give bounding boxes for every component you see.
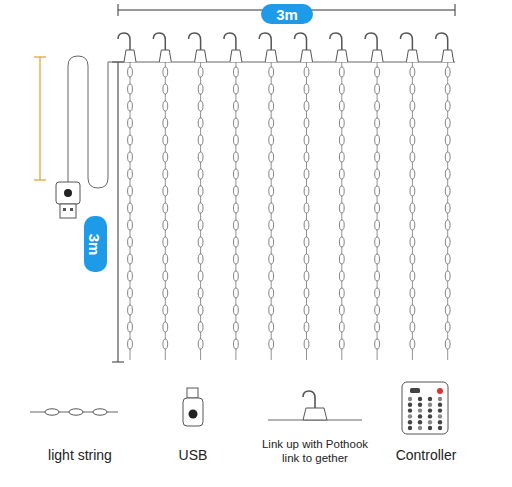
usb-connector (60, 204, 76, 218)
usb-plug-body (56, 182, 80, 204)
usb-cable (68, 56, 108, 188)
light-string-icon (30, 409, 118, 415)
dimension-pill: 3m (84, 216, 107, 272)
usb-pin (63, 208, 66, 211)
legend-caption: Controller (396, 447, 457, 465)
legend-caption: USB (179, 447, 208, 465)
dimension-tick (112, 362, 124, 363)
bracket-tick (34, 56, 46, 57)
usb-pin (70, 208, 73, 211)
dimension-pill: 3m (261, 4, 313, 24)
cable-length-bracket (39, 57, 40, 180)
usb-button (64, 189, 72, 197)
dimension-line (118, 62, 119, 362)
legend-caption: light string (48, 447, 112, 465)
usb-icon (183, 388, 203, 426)
dimension-value: 3m (87, 233, 104, 255)
legend-caption: Link up with Pothook link to gether (255, 437, 375, 466)
bracket-tick (34, 179, 46, 180)
pothook-icon (268, 391, 362, 420)
dimension-value: 3m (276, 6, 298, 23)
light-strands (118, 33, 454, 360)
dimension-tick (455, 4, 456, 16)
controller-icon (402, 382, 448, 434)
dimension-tick (118, 4, 119, 16)
